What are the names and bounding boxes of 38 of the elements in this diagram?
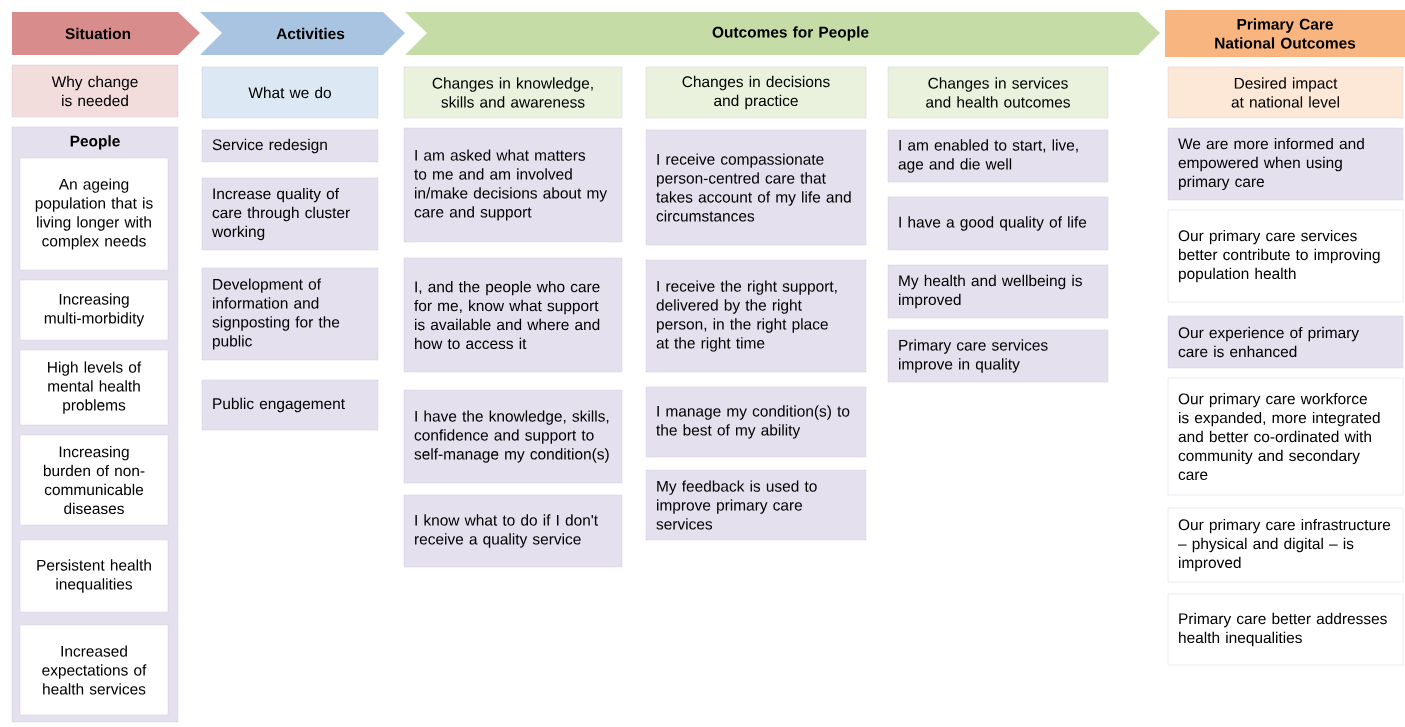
text-box: Increasing multi-morbidity (19, 279, 169, 341)
text-box: Service redesign (201, 129, 379, 163)
text-box: High levels of mental health problems (19, 349, 169, 426)
text-box: I receive the right support, delivered by the right person, in the right place at the right time (645, 259, 867, 373)
text-box: What we do (201, 66, 379, 119)
text-box: I receive compassionate person-centred care that takes account of my life and circumstances (645, 129, 867, 246)
text-box: Development of information and signposting for the public (201, 267, 379, 361)
text-box: An ageing population that is living longer with complex needs (19, 157, 169, 271)
text-box: I know what to do if I don't receive a quality service (403, 494, 623, 568)
text-box: I am enabled to start, live, age and die well (887, 129, 1109, 183)
chevron-header: Activities (200, 12, 405, 55)
text-box: I have the knowledge, skills, confidence and support to self-manage my condition(s) (403, 389, 623, 484)
text-box: We are more informed and empowered when using primary care (1167, 127, 1404, 201)
text-box: Why change is needed (11, 64, 179, 118)
text-box: Primary care services improve in quality (887, 329, 1109, 383)
text-box: Our primary care services better contribute to improving population health (1167, 209, 1404, 303)
text-box: Increased expectations of health services (19, 624, 169, 716)
text-box: Increasing burden of non-communicable diseases (19, 434, 169, 526)
text-box: I, and the people who care for me, know what support is available and where and how to access it (403, 257, 623, 373)
chevron-header: Situation (12, 12, 200, 55)
text-box: Primary care better addresses health inequalities (1167, 593, 1404, 666)
text-box: Changes in decisions and practice (645, 66, 867, 119)
chevron-header: Outcomes for People (405, 12, 1160, 55)
text-box: Desired impact at national level (1167, 66, 1404, 119)
text-box: I am asked what matters to me and am involved in/make decisions about my care and support (403, 127, 623, 243)
text-box: Changes in services and health outcomes (887, 66, 1109, 119)
text-box: Our primary care infrastructure – physical and digital – is improved (1167, 507, 1404, 583)
text-box: Persistent health inequalities (19, 539, 169, 613)
text-box: I have a good quality of life (887, 196, 1109, 251)
text-box: Our experience of primary care is enhanced (1167, 315, 1404, 369)
text-box: My health and wellbeing is improved (887, 264, 1109, 319)
header-box: Primary Care National Outcomes (1165, 10, 1405, 57)
text-box: My feedback is used to improve primary care services (645, 469, 867, 541)
text-box: Changes in knowledge, skills and awareness (403, 66, 623, 119)
text-box: Our primary care workforce is expanded, more integrated and better co-ordinated with community and secondary care (1167, 377, 1404, 496)
text-box: Public engagement (201, 379, 379, 431)
text-box: I manage my condition(s) to the best of my ability (645, 386, 867, 458)
text-box: Increase quality of care through cluster working (201, 177, 379, 251)
